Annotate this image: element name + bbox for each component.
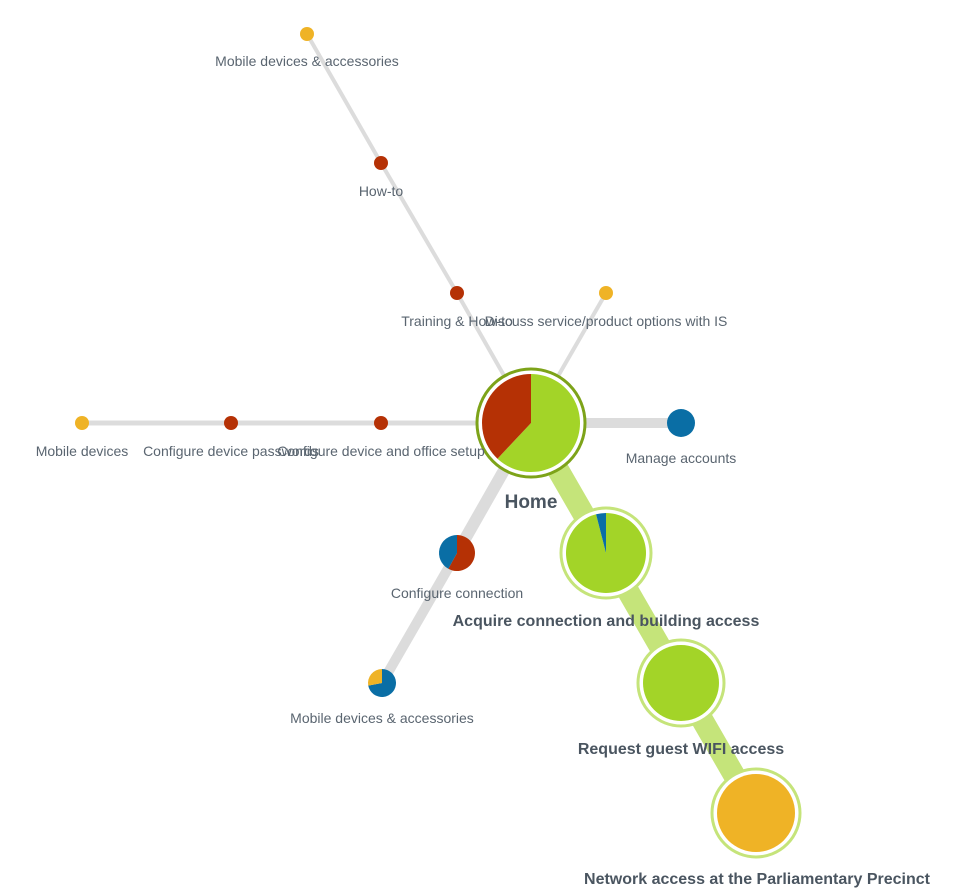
pie-slice-red <box>448 535 476 571</box>
pie-slice-red <box>482 374 531 459</box>
mobile-accessories-bottom-pie <box>368 669 396 698</box>
node-mobile-accessories-top[interactable]: Mobile devices & accessories <box>215 27 399 69</box>
node-discuss-label: Discuss service/product options with IS <box>485 313 728 329</box>
home-pie <box>482 374 580 472</box>
node-group: Home Training & How-to How-to Mobile dev… <box>36 27 931 888</box>
acquire-pie <box>566 513 646 593</box>
mobile-devices-dot <box>75 416 89 430</box>
configure-setup-dot <box>374 416 388 430</box>
node-howto[interactable]: How-to <box>359 156 404 199</box>
node-mobile-devices-label: Mobile devices <box>36 443 129 459</box>
pie-slice-blue <box>596 513 606 553</box>
pie-slice-green <box>497 374 580 472</box>
pie-slice-blue <box>439 535 457 569</box>
node-guest-wifi-label: Request guest WIFI access <box>578 741 784 758</box>
configure-connection-pie <box>439 535 476 571</box>
node-configure-passwords-label: Configure device passwords <box>143 443 319 459</box>
node-configure-connection[interactable]: Configure connection <box>391 535 523 601</box>
node-acquire[interactable]: Acquire connection and building access <box>453 506 760 630</box>
training-howto-dot <box>450 286 464 300</box>
node-configure-passwords[interactable]: Configure device passwords <box>143 416 319 459</box>
configure-passwords-dot <box>224 416 238 430</box>
node-manage-accounts-label: Manage accounts <box>626 450 737 466</box>
network-access-dot <box>717 774 795 852</box>
node-mobile-devices[interactable]: Mobile devices <box>36 416 129 459</box>
node-mobile-accessories-bottom[interactable]: Mobile devices & accessories <box>290 669 474 726</box>
guest-wifi-dot <box>643 645 719 721</box>
node-network-access[interactable]: Network access at the Parliamentary Prec… <box>584 767 931 888</box>
node-configure-connection-label: Configure connection <box>391 585 523 601</box>
link-howto-mobile-acc <box>305 33 383 164</box>
node-configure-setup[interactable]: Configure device and office setup <box>277 416 485 459</box>
node-guest-wifi[interactable]: Request guest WIFI access <box>578 638 784 758</box>
discuss-dot <box>599 286 613 300</box>
node-training-howto[interactable]: Training & How-to <box>401 286 513 329</box>
node-acquire-label: Acquire connection and building access <box>453 613 760 630</box>
node-mobile-accessories-bottom-label: Mobile devices & accessories <box>290 710 474 726</box>
howto-dot <box>374 156 388 170</box>
node-training-howto-label: Training & How-to <box>401 313 513 329</box>
manage-accounts-dot <box>667 409 695 437</box>
node-mobile-accessories-top-label: Mobile devices & accessories <box>215 53 399 69</box>
link-connection-mobile-acc <box>377 550 462 686</box>
node-manage-accounts[interactable]: Manage accounts <box>626 409 737 466</box>
node-home[interactable]: Home <box>475 367 587 513</box>
node-configure-setup-label: Configure device and office setup <box>277 443 485 459</box>
mobile-accessories-top-dot <box>300 27 314 41</box>
link-training-howto <box>379 161 459 295</box>
node-home-label: Home <box>505 492 558 513</box>
pie-slice-blue <box>368 669 396 698</box>
node-discuss[interactable]: Discuss service/product options with IS <box>485 286 728 329</box>
pie-slice-yellow <box>368 669 382 686</box>
node-howto-label: How-to <box>359 183 404 199</box>
node-network-access-label: Network access at the Parliamentary Prec… <box>584 871 931 888</box>
